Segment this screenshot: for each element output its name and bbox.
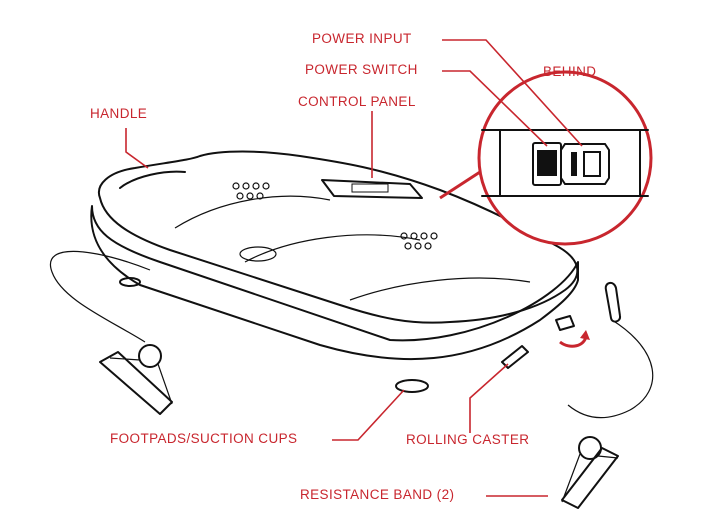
label-power-switch: POWER SWITCH [305, 62, 418, 77]
label-handle: HANDLE [90, 106, 147, 121]
right-handle-grip [562, 437, 618, 508]
label-behind: BEHIND [543, 64, 596, 79]
left-handle-grip [100, 345, 172, 414]
handle-cutout [120, 172, 185, 188]
label-control-panel: CONTROL PANEL [298, 94, 416, 109]
button-cluster-left [233, 183, 269, 199]
label-power-input: POWER INPUT [312, 31, 412, 46]
left-band-cord [50, 251, 150, 342]
footpad-front [396, 380, 428, 392]
rolling-caster [502, 346, 528, 368]
band-attachment-tab [556, 316, 574, 330]
carabiner-clip [606, 283, 620, 322]
platform-base [91, 206, 578, 359]
control-panel-display [322, 180, 422, 198]
button-cluster-right [401, 233, 437, 249]
behind-detail-callout [440, 72, 651, 244]
label-resistance-band: RESISTANCE BAND (2) [300, 487, 454, 502]
right-band-cord [568, 320, 653, 418]
label-rolling-caster: ROLLING CASTER [406, 432, 529, 447]
label-footpads: FOOTPADS/SUCTION CUPS [110, 431, 297, 446]
arrowhead-icon [580, 330, 590, 340]
